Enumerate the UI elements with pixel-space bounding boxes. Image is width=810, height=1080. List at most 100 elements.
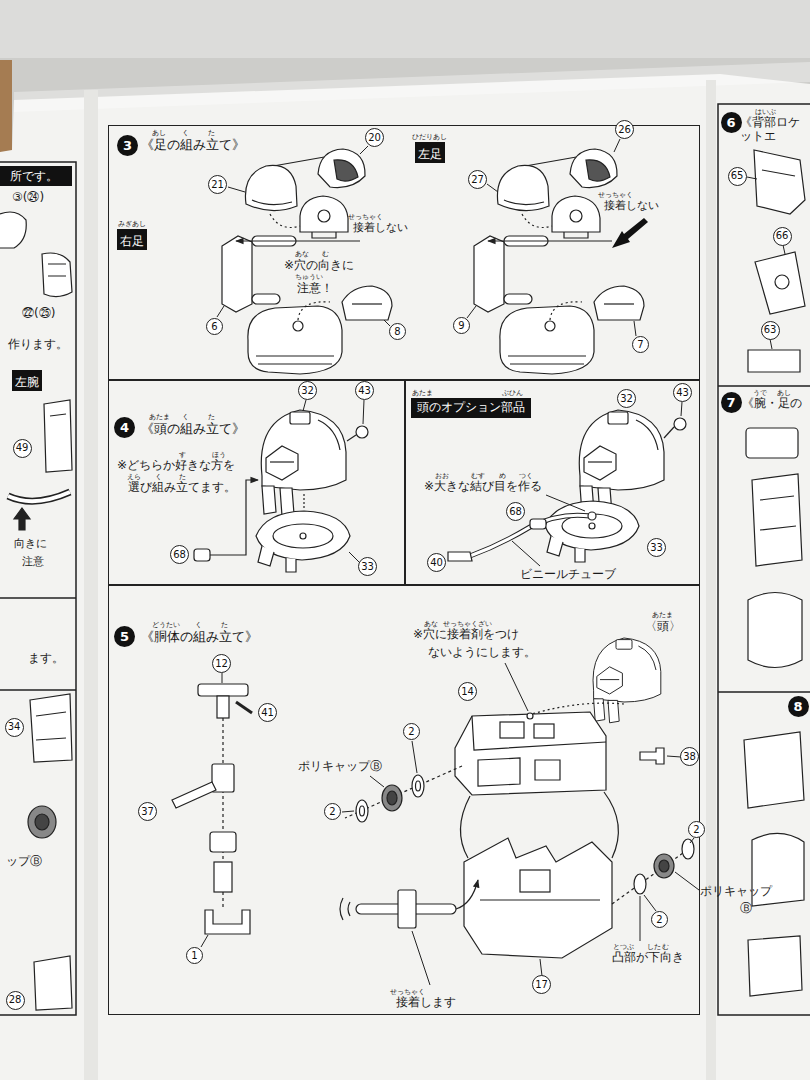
part-callout: 33 [358,557,377,576]
leg-parts [298,302,330,320]
option-parts [674,418,686,430]
torso-parts [356,800,368,822]
right-page-parts [748,936,802,996]
part-number: 34 [8,722,21,732]
part-number: 33 [361,562,374,572]
torso-parts [520,870,550,892]
right-page-parts [744,150,805,996]
torso-parts [460,796,470,858]
step-digit: 4 [120,421,129,434]
note-text: 《腕・足の [742,397,802,411]
part-callout: 40 [427,553,446,572]
photo-background [0,0,810,58]
left-page-parts [14,508,30,530]
leg-parts [222,236,252,312]
page-frame [0,104,810,1015]
part-callout: 9 [453,317,470,334]
option-parts [448,552,472,561]
torso-parts [398,890,416,928]
leader-lines [217,139,636,336]
torso-parts [478,758,520,786]
part-number: 38 [683,752,696,762]
note-text: ップⒷ [6,855,42,869]
furigana: どうたい [152,621,180,629]
part-callout: 2 [688,821,705,838]
head-base-ring [286,558,296,572]
part-number: 32 [620,394,633,404]
furigana: め [499,472,506,480]
torso-parts [214,862,232,892]
part-callout: 37 [138,802,157,821]
side-tag: 右足 [117,229,147,250]
part-number: 12 [215,659,228,669]
photo-background [14,62,810,112]
part-callout: 2 [324,803,341,820]
left-page-parts [0,212,26,248]
part-callout: 6 [206,318,223,335]
note-text: ビニールチューブ [520,568,616,582]
page-frame [0,597,76,599]
torso-parts [340,898,350,920]
furigana: む [662,943,669,951]
furigana: た [208,129,215,137]
option-parts [512,541,540,566]
left-page-parts [30,694,72,762]
furigana: とつぶ [613,943,634,951]
furigana: あし [777,389,791,397]
leg-parts [256,356,334,364]
part-number: 43 [676,388,689,398]
left-page-parts [34,956,72,1010]
torso-parts [659,860,669,872]
part-callout: 34 [5,718,24,737]
leg-parts [318,210,330,222]
note-text: ※どちらか好きな方を [117,459,235,473]
head-parts [318,420,340,450]
part-callout: 20 [365,128,384,147]
part-callout: 68 [506,502,525,521]
step-digit: 8 [793,700,802,713]
right-page-parts [747,177,757,179]
part-callout: 1 [186,947,203,964]
step-number: 4 [114,417,135,438]
page-frame [0,689,76,691]
option-parts [588,512,596,520]
part-callout: 26 [615,120,634,139]
furigana: せっちゃくざい [443,620,492,628]
side-label: 左足 [418,147,442,161]
left-page-parts [48,264,66,276]
step-heading: 《胴体の組み立て》 [141,630,258,645]
sheet-art [579,410,664,516]
torso-parts [210,832,236,852]
part-number: 41 [261,708,274,718]
option-parts [470,515,590,556]
part-number: 40 [430,558,443,568]
step-number: 6 [721,112,742,133]
head-base-ring [300,533,306,539]
torso-parts [534,724,554,738]
torso-parts [644,895,656,911]
furigana: えら [127,473,141,481]
page-frame [718,104,810,1015]
part-number: 68 [173,550,186,560]
leg-parts [270,214,300,228]
direction-arrow [612,218,648,248]
step-digit: 7 [726,396,735,409]
leader-lines [467,306,476,318]
part-ref: ㉒(㉕) [22,307,55,321]
part-number: 2 [329,807,335,817]
left-page-parts [50,414,66,416]
part-callout: 41 [258,703,277,722]
right-page-parts [748,350,800,372]
option-parts [530,519,546,529]
part-callout: 32 [617,389,636,408]
furigana: く [195,621,202,629]
note-text: 凸部が下向き [612,951,684,965]
leg-parts [236,240,360,241]
part-number: 8 [394,327,400,337]
torso-parts [416,781,421,791]
leg-parts [334,160,358,181]
torso-parts [172,782,216,808]
right-page-parts [760,496,796,530]
step-panel: 《胴体の組み立て》512413711422382217 [108,585,700,1015]
leg-parts [222,149,392,374]
